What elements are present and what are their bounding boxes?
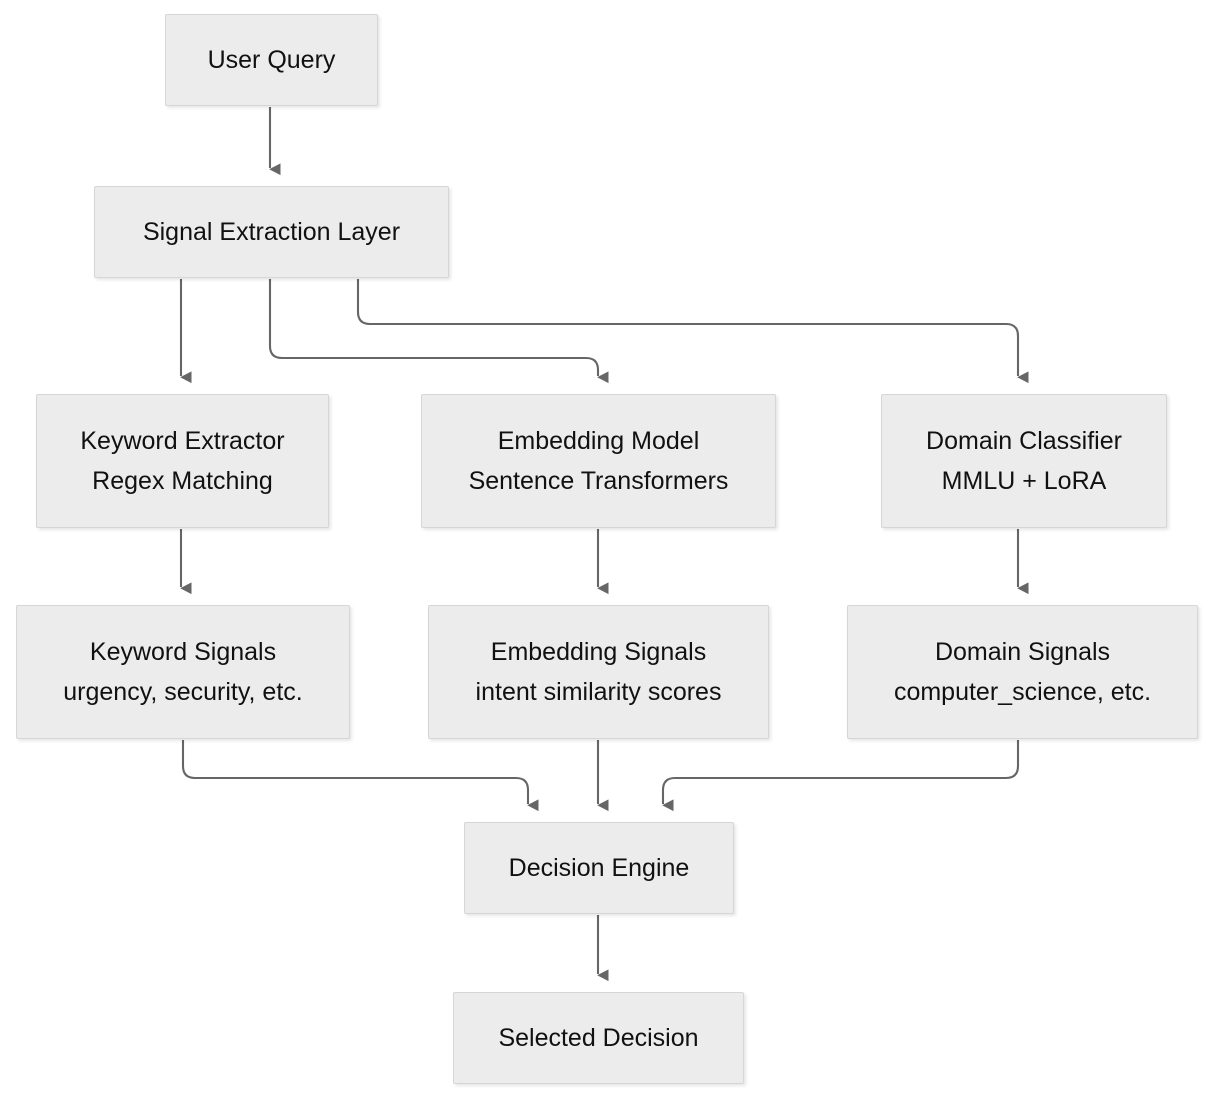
node-label-line1: Embedding Signals [490,637,707,666]
node-keyword-extractor[interactable]: Keyword Extractor Regex Matching [36,394,329,528]
node-label-line2: computer_science, etc. [893,678,1152,706]
node-label-line2: MMLU + LoRA [941,467,1107,495]
edge-signal-extraction-to-embedding-model [268,279,609,384]
node-label-line1: User Query [207,45,336,74]
node-keyword-signals[interactable]: Keyword Signals urgency, security, etc. [16,605,350,739]
node-selected-decision[interactable]: Selected Decision [453,992,744,1084]
edge-keyword-signals-to-decision-engine [181,740,539,812]
node-label-line2: Sentence Transformers [468,467,729,495]
node-label-line1: Keyword Extractor [80,426,285,455]
edge-domain-signals-to-decision-engine [661,740,1020,812]
node-domain-classifier[interactable]: Domain Classifier MMLU + LoRA [881,394,1167,528]
node-user-query[interactable]: User Query [165,14,378,106]
node-label-line1: Domain Classifier [926,426,1122,455]
node-label-line1: Embedding Model [497,426,700,455]
node-signal-extraction-layer[interactable]: Signal Extraction Layer [94,186,449,278]
node-embedding-model[interactable]: Embedding Model Sentence Transformers [421,394,776,528]
node-embedding-signals[interactable]: Embedding Signals intent similarity scor… [428,605,769,739]
node-label-line1: Decision Engine [508,853,690,882]
node-label-line2: Regex Matching [92,467,273,495]
node-decision-engine[interactable]: Decision Engine [464,822,734,914]
node-label-line1: Domain Signals [934,637,1111,666]
node-label-line1: Signal Extraction Layer [142,217,401,246]
node-domain-signals[interactable]: Domain Signals computer_science, etc. [847,605,1198,739]
edge-signal-extraction-to-domain-classifier [356,279,1029,384]
node-label-line1: Selected Decision [498,1023,699,1052]
node-label-line1: Keyword Signals [89,637,277,666]
node-label-line2: urgency, security, etc. [63,678,303,706]
node-label-line2: intent similarity scores [475,678,722,706]
